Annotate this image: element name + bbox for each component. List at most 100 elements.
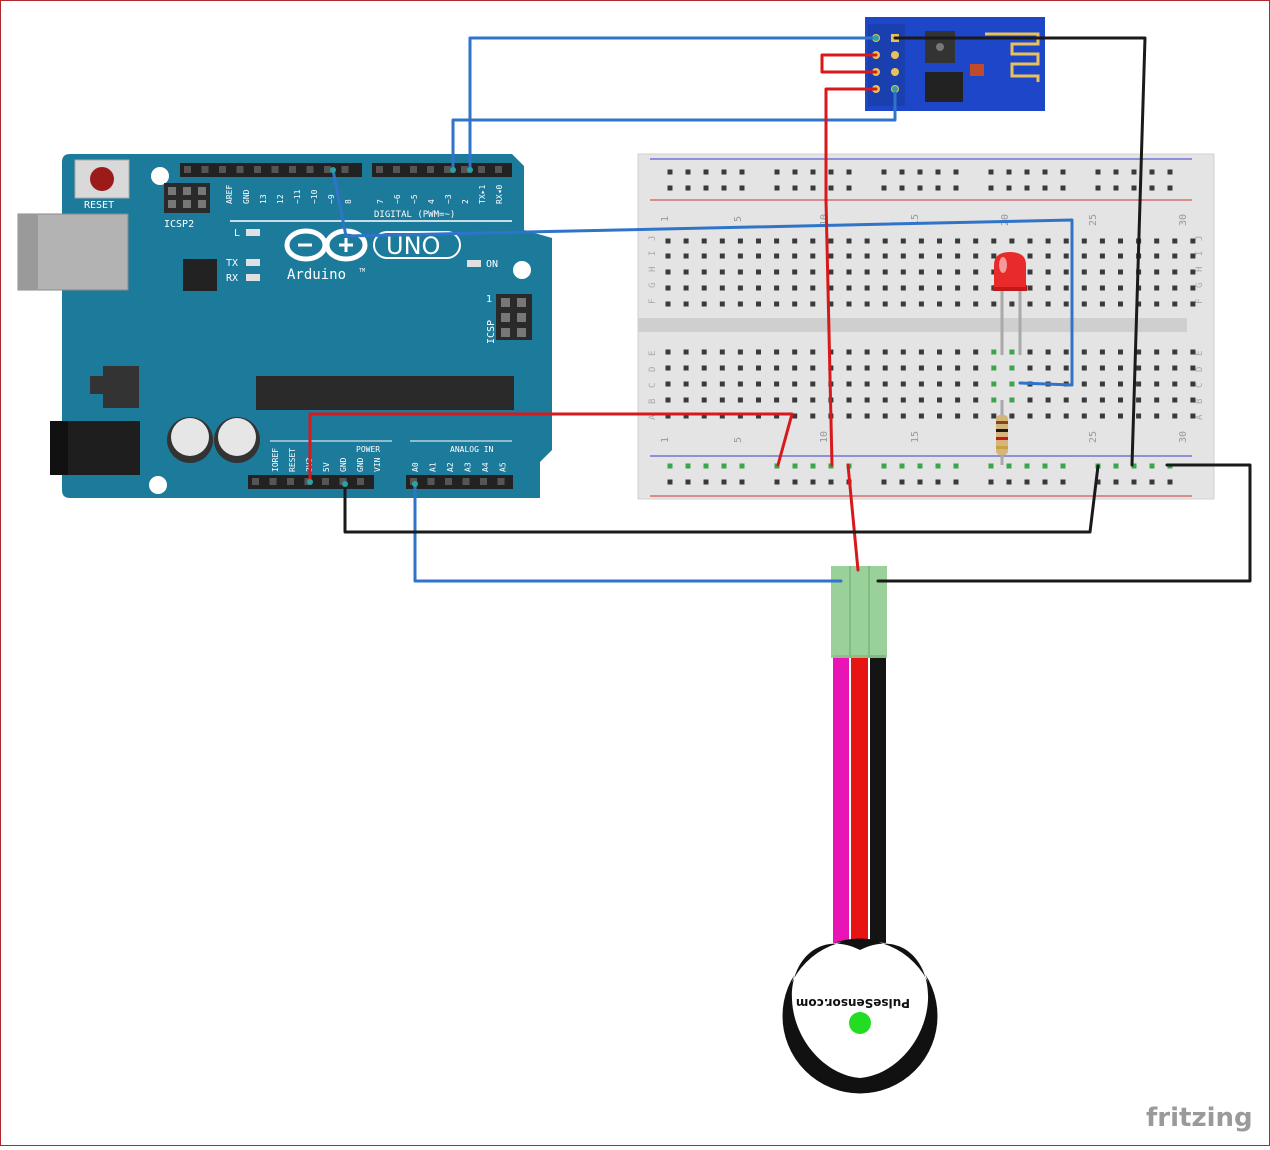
breadboard-hole (1149, 169, 1155, 175)
row-letter-a: A (648, 414, 658, 420)
breadboard-hole (1172, 381, 1178, 387)
row-letter-i: I (648, 251, 658, 256)
breadboard-hole (756, 269, 761, 275)
breadboard-hole (703, 463, 709, 469)
breadboard-hole (667, 479, 673, 485)
breadboard-hole (810, 397, 816, 403)
breadboard-hole (792, 253, 798, 259)
breadboard-hole (1063, 365, 1069, 371)
breadboard-hole (1063, 413, 1069, 419)
col-num-30: 30 (1178, 214, 1189, 226)
breadboard-hole (719, 285, 725, 291)
icsp2-label: ICSP2 (164, 219, 194, 230)
breadboard-hole (685, 479, 691, 485)
breadboard-hole (1190, 413, 1196, 419)
header-pin (444, 166, 451, 173)
breadboard-hole (1154, 301, 1160, 307)
breadboard-hole (1027, 253, 1033, 259)
breadboard-hole (1154, 269, 1160, 275)
breadboard-hole (828, 285, 834, 291)
breadboard-hole (701, 301, 707, 307)
breadboard-hole (756, 413, 761, 419)
col-num-1-bottom: 1 (660, 437, 671, 443)
header-pin (219, 166, 226, 173)
breadboard-hole (864, 349, 870, 355)
wire-black-sensor-gnd (876, 463, 1252, 583)
breadboard-hole (792, 365, 798, 371)
analog-pin-label-4: A4 (481, 462, 490, 472)
col-num-1: 1 (660, 216, 671, 222)
breadboard-hole (1167, 185, 1173, 191)
breadboard-hole (900, 381, 906, 387)
header-pin (461, 166, 468, 173)
breadboard-hole (846, 185, 852, 191)
header-pin (289, 166, 296, 173)
breadboard-hole (683, 238, 689, 244)
col-num-10: 10 (819, 214, 830, 226)
breadboard-hole (1045, 301, 1051, 307)
breadboard-hole (1118, 381, 1123, 387)
breadboard-hole (973, 269, 979, 275)
breadboard-hole (1099, 349, 1105, 355)
header-pin (339, 478, 347, 485)
breadboard-hole (918, 365, 924, 371)
breadboard-hole (955, 253, 961, 259)
row-letter-b: B (648, 399, 658, 404)
breadboard-hole (899, 463, 905, 469)
breadboard-hole (918, 285, 924, 291)
breadboard-hole (792, 169, 798, 175)
breadboard-hole (810, 365, 816, 371)
resistor (996, 400, 1008, 465)
breadboard-hole (1063, 349, 1069, 355)
breadboard-hole (1099, 285, 1105, 291)
breadboard-hole (774, 365, 780, 371)
breadboard-hole (665, 349, 671, 355)
breadboard-hole (846, 381, 852, 387)
breadboard-hole (882, 238, 888, 244)
breadboard-hole (955, 238, 961, 244)
breadboard-hole (792, 463, 798, 469)
digital-pin-label-5: ~10 (310, 189, 319, 204)
col-num-5-bottom: 5 (733, 437, 744, 443)
breadboard-hole (756, 301, 761, 307)
breadboard-hole (900, 238, 906, 244)
breadboard-hole (810, 381, 816, 387)
breadboard-hole (1118, 365, 1123, 371)
breadboard-hole (810, 185, 816, 191)
breadboard-hole (683, 381, 689, 387)
breadboard-hole (792, 479, 798, 485)
power-label: POWER (356, 445, 380, 454)
breadboard-holes (665, 169, 1196, 485)
breadboard-hole (846, 238, 852, 244)
breadboard-hole (1063, 238, 1069, 244)
breadboard-hole (665, 365, 671, 371)
breadboard-hole (1095, 185, 1101, 191)
breadboard-hole (988, 185, 994, 191)
breadboard-hole (1172, 253, 1178, 259)
breadboard-hole (864, 397, 870, 403)
breadboard-hole (1154, 349, 1160, 355)
power-pin-label-6: VIN (373, 457, 382, 472)
wire-black-gnd (343, 464, 1100, 534)
breadboard-hole (918, 253, 924, 259)
icsp-pin1-label: 1 (486, 294, 492, 305)
digital-pin-label-11: 4 (427, 199, 436, 204)
breadboard-hole (810, 169, 816, 175)
breadboard-hole (683, 285, 689, 291)
breadboard-hole (973, 397, 979, 403)
l-led (246, 229, 260, 236)
pulse-sensor: PulseSensor.com (782, 566, 938, 1094)
breadboard-hole (1154, 381, 1160, 387)
breadboard-hole (1099, 269, 1105, 275)
breadboard-hole (774, 269, 780, 275)
breadboard-hole (756, 397, 761, 403)
atmega-chip (256, 376, 514, 410)
breadboard-hole (1172, 397, 1178, 403)
breadboard-hole (739, 169, 745, 175)
breadboard-hole (1095, 169, 1101, 175)
breadboard-hole (917, 479, 923, 485)
breadboard-hole (1060, 185, 1066, 191)
breadboard-hole (864, 301, 870, 307)
breadboard-hole (846, 397, 852, 403)
wire-red-5v (308, 412, 794, 484)
